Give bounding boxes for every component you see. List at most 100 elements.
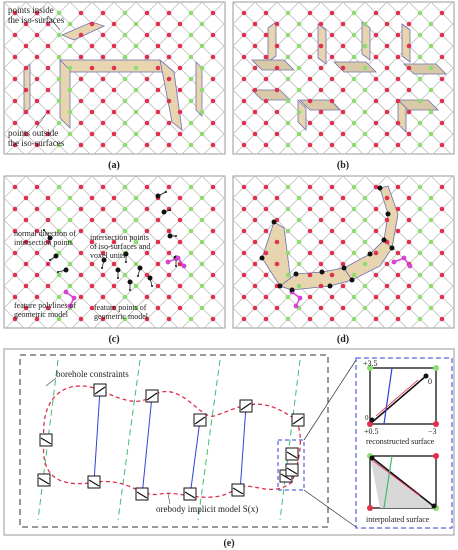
- intersection-point: [47, 235, 53, 241]
- point-outside: [45, 131, 51, 137]
- intersection-point: [123, 251, 129, 257]
- point-inside: [351, 184, 357, 190]
- point-outside: [78, 250, 84, 256]
- point-outside: [155, 283, 161, 289]
- point-outside: [373, 10, 379, 16]
- point-outside: [318, 87, 324, 93]
- point-inside: [362, 131, 368, 137]
- point-outside: [100, 10, 106, 16]
- point-outside: [100, 54, 106, 60]
- point-inside: [362, 65, 368, 71]
- point-outside: [78, 120, 84, 126]
- point-outside: [318, 131, 324, 137]
- normal-arrow-tip: [151, 285, 153, 287]
- point-outside: [329, 294, 335, 300]
- borehole-blue: [239, 405, 247, 493]
- point-outside: [177, 21, 183, 27]
- cell-surface-segment: [286, 467, 298, 475]
- point-outside: [12, 206, 18, 212]
- intersection-point: [53, 253, 59, 259]
- point-inside: [199, 21, 205, 27]
- point-inside: [417, 142, 423, 148]
- point-outside: [439, 32, 445, 38]
- interpolated-red-line: [371, 459, 421, 497]
- point-outside: [384, 261, 390, 267]
- label-inside-line2: the iso-surfaces: [8, 15, 65, 25]
- point-outside: [45, 109, 51, 115]
- point-outside: [78, 32, 84, 38]
- point-outside: [384, 43, 390, 49]
- label-outside-line2: the iso-surfaces: [8, 138, 65, 148]
- point-outside: [210, 206, 216, 212]
- point-outside: [406, 109, 412, 115]
- point-inside: [56, 54, 62, 60]
- point-outside: [210, 272, 216, 278]
- point-inside: [67, 109, 73, 115]
- leader-line: [35, 113, 47, 129]
- point-outside: [329, 184, 335, 190]
- point-outside: [318, 21, 324, 27]
- value-mid-right: 0: [428, 377, 432, 386]
- point-outside: [340, 131, 346, 137]
- point-outside: [111, 195, 117, 201]
- point-outside: [395, 272, 401, 278]
- point-inside: [56, 272, 62, 278]
- point-outside: [210, 120, 216, 126]
- point-outside: [406, 217, 412, 223]
- point-outside: [252, 131, 258, 137]
- point-outside: [45, 195, 51, 201]
- feature-polyline: [291, 291, 301, 307]
- point-outside: [241, 76, 247, 82]
- point-inside: [428, 65, 434, 71]
- panel-d-feature-polylines: [291, 257, 411, 307]
- point-outside: [241, 54, 247, 60]
- point-outside: [252, 239, 258, 245]
- point-inside: [351, 54, 357, 60]
- point-inside: [417, 54, 423, 60]
- point-inside: [428, 283, 434, 289]
- point-outside: [177, 65, 183, 71]
- point-outside: [329, 120, 335, 126]
- point-outside: [318, 283, 324, 289]
- point-outside: [23, 109, 29, 115]
- point-inside: [56, 206, 62, 212]
- point-outside: [395, 142, 401, 148]
- point-outside: [100, 184, 106, 190]
- point-inside: [133, 87, 139, 93]
- point-outside: [340, 217, 346, 223]
- point-inside: [133, 239, 139, 245]
- point-inside: [122, 142, 128, 148]
- point-outside: [373, 76, 379, 82]
- point-outside: [166, 10, 172, 16]
- point-outside: [23, 43, 29, 49]
- point-outside: [373, 98, 379, 104]
- normal-arrow-tip: [169, 209, 171, 211]
- intersection-point: [115, 267, 121, 273]
- point-outside: [439, 142, 445, 148]
- borehole-blue: [93, 389, 101, 483]
- point-outside: [45, 239, 51, 245]
- point-inside: [67, 65, 73, 71]
- point-inside: [362, 87, 368, 93]
- point-outside: [274, 239, 280, 245]
- point-outside: [34, 10, 40, 16]
- point-outside: [78, 206, 84, 212]
- point-inside: [351, 206, 357, 212]
- point-outside: [395, 120, 401, 126]
- point-outside: [166, 54, 172, 60]
- point-outside: [78, 272, 84, 278]
- point-inside: [285, 316, 291, 322]
- point-outside: [318, 109, 324, 115]
- point-outside: [89, 131, 95, 137]
- point-inside: [417, 76, 423, 82]
- point-outside: [274, 109, 280, 115]
- panel-a-tag: (a): [108, 160, 120, 171]
- point-outside: [34, 206, 40, 212]
- point-outside: [100, 272, 106, 278]
- point-outside: [23, 131, 29, 137]
- point-outside: [177, 43, 183, 49]
- point-outside: [210, 294, 216, 300]
- point-outside: [23, 239, 29, 245]
- point-outside: [210, 32, 216, 38]
- point-outside: [263, 32, 269, 38]
